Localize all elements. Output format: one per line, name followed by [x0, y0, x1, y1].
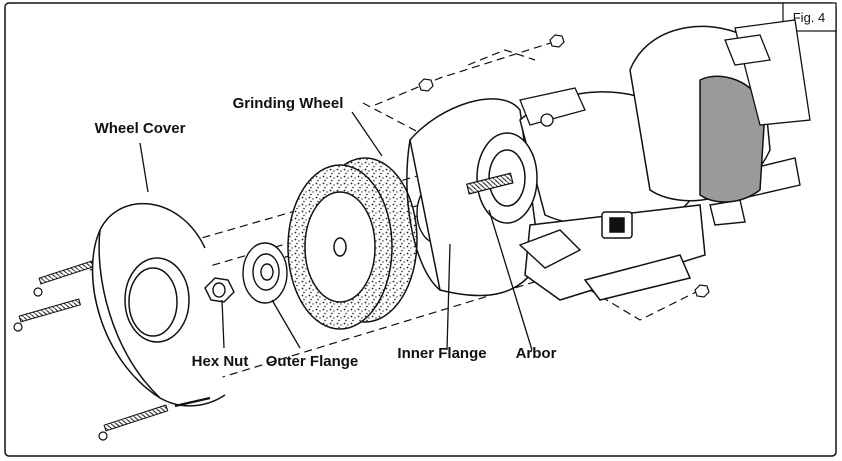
label-outer-flange: Outer Flange	[266, 353, 359, 370]
eye-shield-left	[519, 87, 586, 127]
wheel-cover	[91, 202, 226, 408]
eye-shield-right	[724, 19, 811, 126]
label-wheel-cover: Wheel Cover	[95, 120, 186, 137]
figure-label: Fig. 4	[793, 10, 826, 25]
arbor-shaft	[466, 172, 514, 195]
outer-flange	[242, 242, 288, 304]
cover-screw-middle	[13, 298, 82, 332]
grinding-wheel	[287, 157, 418, 330]
cover-screw-bottom	[98, 404, 169, 441]
mounting-nut	[418, 34, 710, 298]
leader-lines	[139, 111, 533, 351]
label-arbor: Arbor	[516, 345, 557, 362]
label-inner-flange: Inner Flange	[397, 345, 486, 362]
label-grinding-wheel: Grinding Wheel	[233, 95, 344, 112]
wheel-guard-right	[629, 25, 771, 203]
tool-rest-left	[518, 229, 582, 269]
grinder-base	[524, 204, 706, 301]
label-hex-nut: Hex Nut	[192, 353, 249, 370]
hex-nut	[204, 277, 235, 303]
